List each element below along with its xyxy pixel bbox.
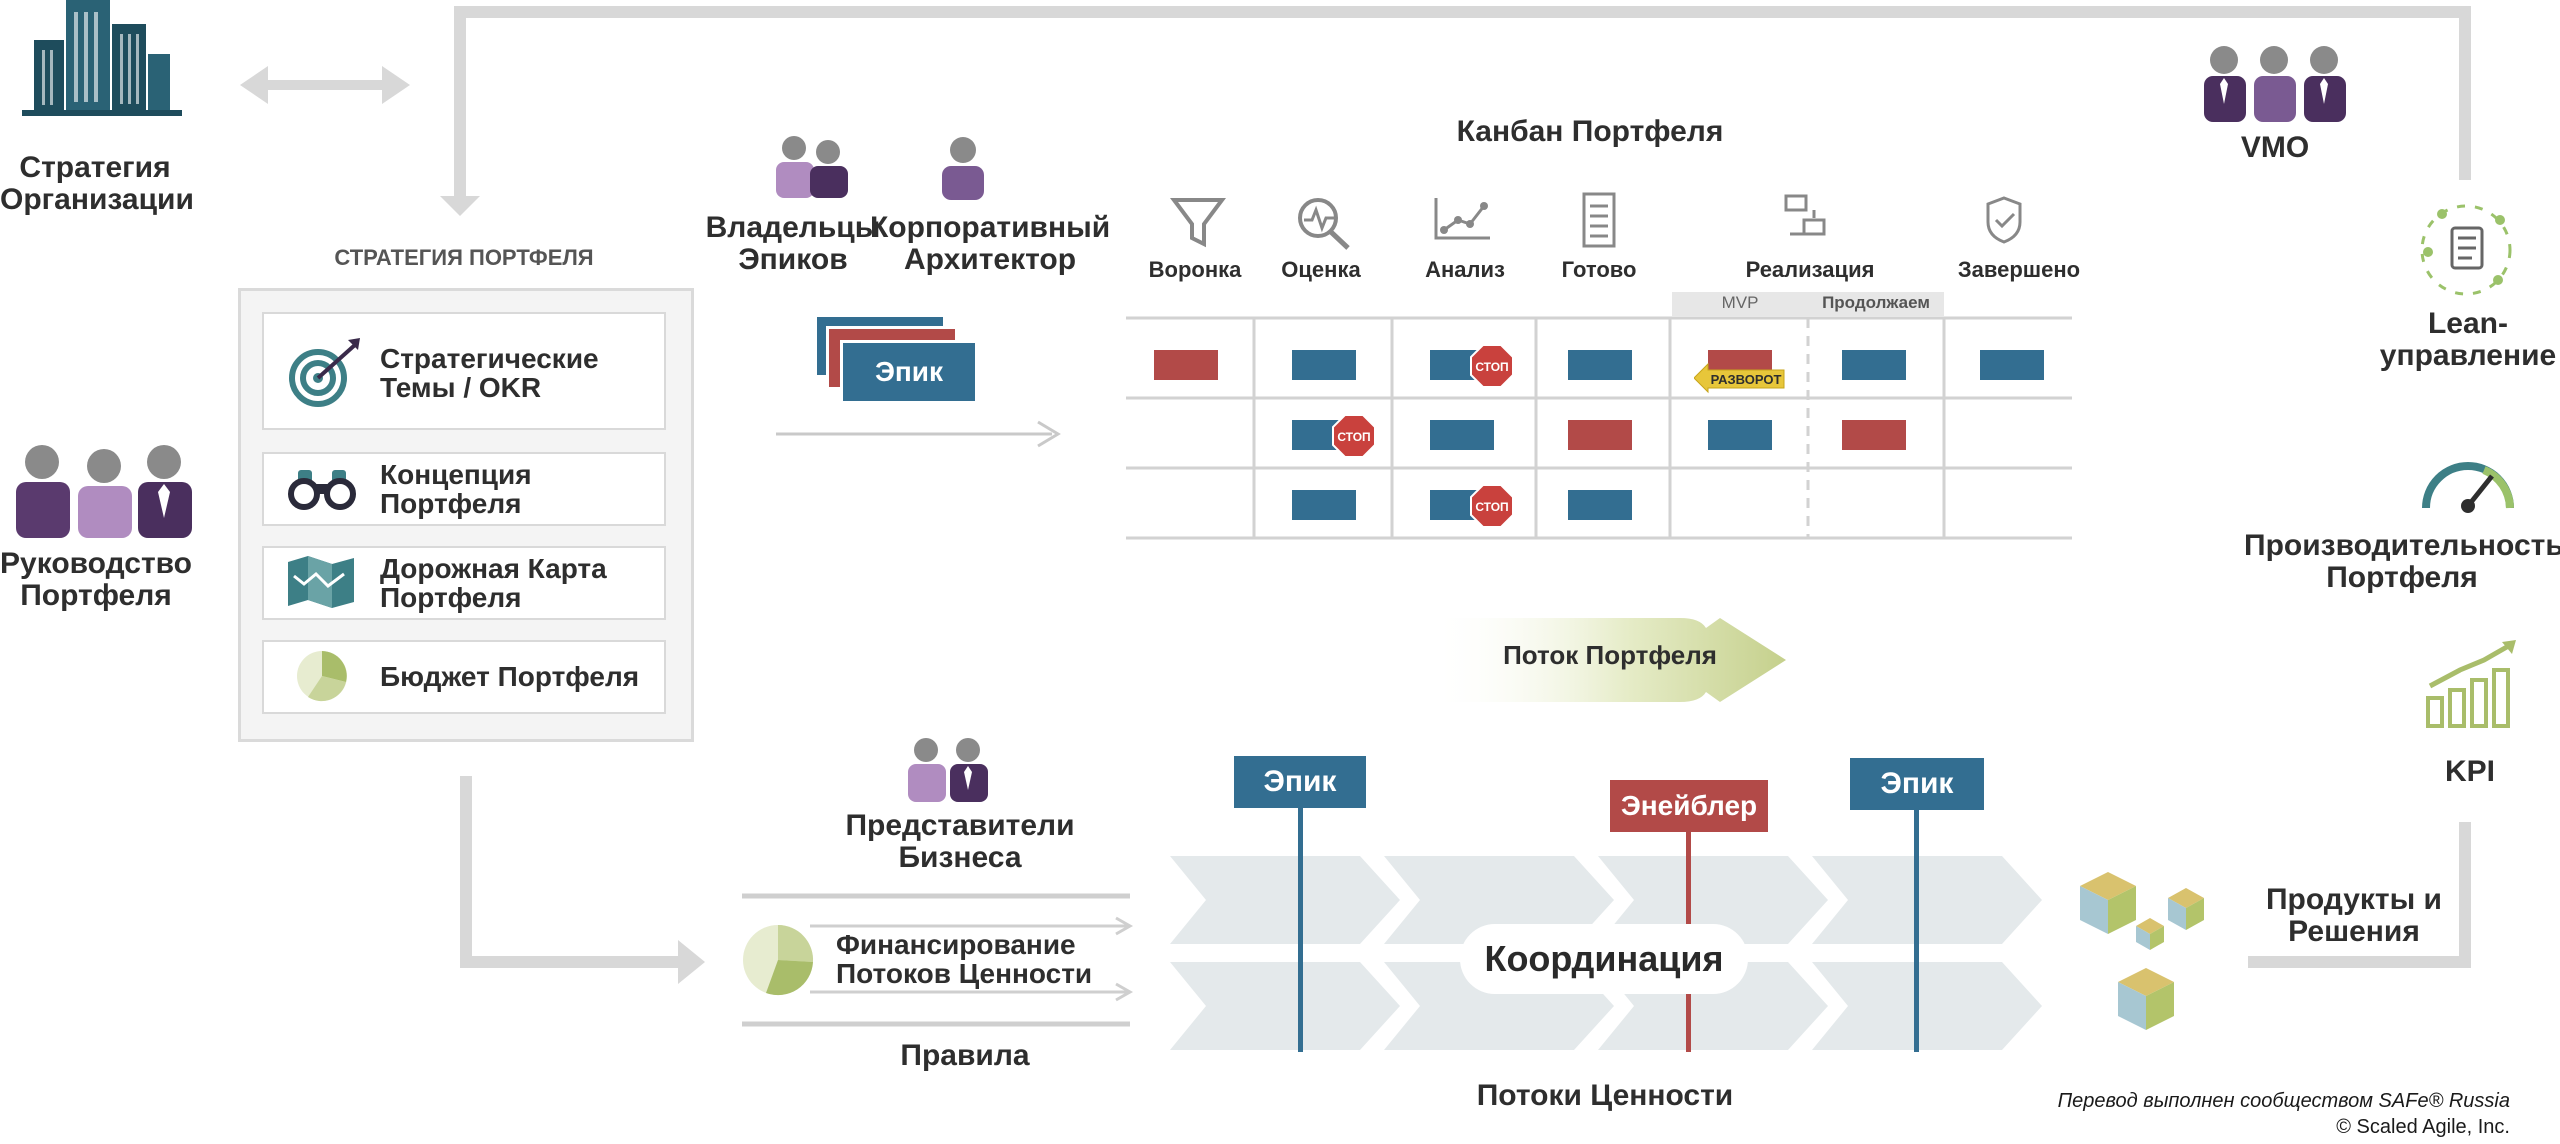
map-icon: [288, 556, 354, 608]
kpi-label: KPI: [2444, 755, 2495, 788]
kanban-card: [1708, 420, 1772, 450]
portfolio-leadership-label: Руководство Портфеля: [0, 547, 193, 612]
epic-flag-1: Эпик: [1234, 756, 1366, 808]
stop-sign-icon: СТОП: [1332, 414, 1376, 458]
portfolio-performance-label: Производительность Портфеля: [2244, 529, 2560, 594]
scatter-icon: [1434, 198, 1490, 240]
kanban-card: [1980, 350, 2044, 380]
kanban-column-icons: [1170, 192, 2022, 250]
epic-owners-icon: [776, 136, 848, 198]
kanban-col-review: Оценка: [1281, 257, 1361, 282]
check-shield-icon: [1986, 196, 2022, 244]
vmo-people-icon: [2204, 46, 2346, 122]
products-return-line: [2248, 822, 2471, 968]
cube: [2080, 872, 2136, 934]
kanban-card: [1292, 350, 1356, 380]
business-owners-icon: [908, 738, 988, 802]
kanban-card: [1842, 350, 1906, 380]
stop-label: СТОП: [1475, 500, 1508, 514]
funding-pie-icon: [743, 924, 814, 996]
cube: [2136, 918, 2164, 950]
flow-icon: [1784, 194, 1826, 236]
kanban-card: [1842, 420, 1906, 450]
enterprise-architect-label: Корпоративный Архитектор: [870, 211, 1111, 276]
magnifier-icon: [1298, 198, 1350, 250]
products-solutions-label: Продукты и Решения: [2265, 883, 2442, 948]
lean-governance-icon: [2420, 204, 2512, 296]
pivot-arrow-icon: РАЗВОРОТ: [1694, 362, 1785, 394]
epic-stack-front: Эпик: [840, 340, 978, 404]
list-icon: [1582, 192, 1616, 248]
pivot-label: РАЗВОРОТ: [1711, 372, 1782, 387]
top-feedback-line: [454, 6, 2471, 200]
kanban-card: [1154, 350, 1218, 380]
kanban-col-ready: Готово: [1561, 257, 1637, 282]
portfolio-flow-arrow: [1430, 618, 1786, 702]
kanban-subheader-bar: [1672, 292, 1944, 316]
kanban-card: [1292, 490, 1356, 520]
portfolio-vision-card: Концепция Портфеля: [262, 452, 666, 526]
building-icon: [22, 0, 182, 116]
strategy-org-label: Стратегия Организации: [0, 151, 194, 216]
value-streams-title: Потоки Ценности: [1476, 1079, 1734, 1112]
kanban-title: Канбан Портфеля: [1456, 115, 1724, 148]
binoculars-icon: [288, 470, 356, 510]
kanban-grid: [1126, 316, 2072, 540]
stop-label: СТОП: [1337, 430, 1370, 444]
value-stream-chevrons: [1170, 856, 2042, 1050]
cube: [2168, 888, 2204, 930]
epic-owners-label: Владельцы Эпиков: [705, 211, 881, 276]
enabler-flag: Энейблер: [1610, 780, 1768, 832]
kanban-sub-mvp: MVP: [1721, 293, 1759, 312]
strategic-themes-card: Стратегические Темы / OKR: [262, 312, 666, 430]
kanban-col-analysis: Анализ: [1425, 257, 1505, 282]
funnel-icon: [1170, 198, 1226, 248]
coordination-pill: Координация: [1460, 924, 1748, 994]
kanban-card: [1430, 420, 1494, 450]
top-arrowhead: [440, 196, 480, 216]
translation-credit: Перевод выполнен сообществом SAFe® Russi…: [2057, 1090, 2510, 1112]
cube: [2118, 968, 2174, 1030]
leadership-people-icon: [16, 445, 192, 538]
portfolio-vision-label: Концепция Портфеля: [380, 459, 532, 520]
epic-flag-2: Эпик: [1850, 758, 1984, 810]
vmo-label: VMO: [2240, 131, 2310, 164]
strategic-themes-label: Стратегические Темы / OKR: [380, 343, 599, 404]
target-icon: [289, 338, 360, 407]
budget-arrow-line: [460, 776, 680, 968]
portfolio-strategy-heading: СТРАТЕГИЯ ПОРТФЕЛЯ: [334, 245, 594, 270]
kanban-card: [1568, 490, 1632, 520]
kanban-col-funnel: Воронка: [1148, 257, 1242, 282]
performance-gauge-icon: [2422, 462, 2514, 513]
lean-governance-label: Lean- управление: [2379, 307, 2557, 372]
kanban-card: [1568, 420, 1632, 450]
stop-label: СТОП: [1475, 360, 1508, 374]
epic-flag-pole-2: [1914, 808, 1919, 1052]
kanban-sub-continue: Продолжаем: [1822, 293, 1930, 312]
portfolio-flow-label: Поток Портфеля: [1503, 640, 1717, 670]
pie-icon: [297, 651, 347, 702]
portfolio-roadmap-label: Дорожная Карта Портфеля: [380, 553, 607, 614]
product-cubes-icon: [2080, 872, 2204, 1030]
stop-sign-icon: СТОП: [1470, 344, 1514, 388]
portfolio-budget-card: Бюджет Портфеля: [262, 640, 666, 714]
kanban-col-implementing: Реализация: [1745, 257, 1875, 282]
epic-flag-pole-1: [1298, 808, 1303, 1052]
copyright-credit: © Scaled Agile, Inc.: [2336, 1116, 2510, 1138]
architect-icon: [942, 137, 984, 200]
kanban-card: [1568, 350, 1632, 380]
portfolio-roadmap-card: Дорожная Карта Портфеля: [262, 546, 666, 620]
kpi-bars-icon: [2426, 640, 2516, 728]
funding-label: Финансирование Потоков Ценности: [836, 929, 1093, 990]
portfolio-budget-label: Бюджет Портфеля: [380, 661, 640, 692]
business-owners-label: Представители Бизнеса: [845, 809, 1075, 874]
stop-sign-icon: СТОП: [1470, 484, 1514, 528]
kanban-col-done: Завершено: [1957, 257, 2081, 282]
rules-label: Правила: [900, 1039, 1030, 1072]
